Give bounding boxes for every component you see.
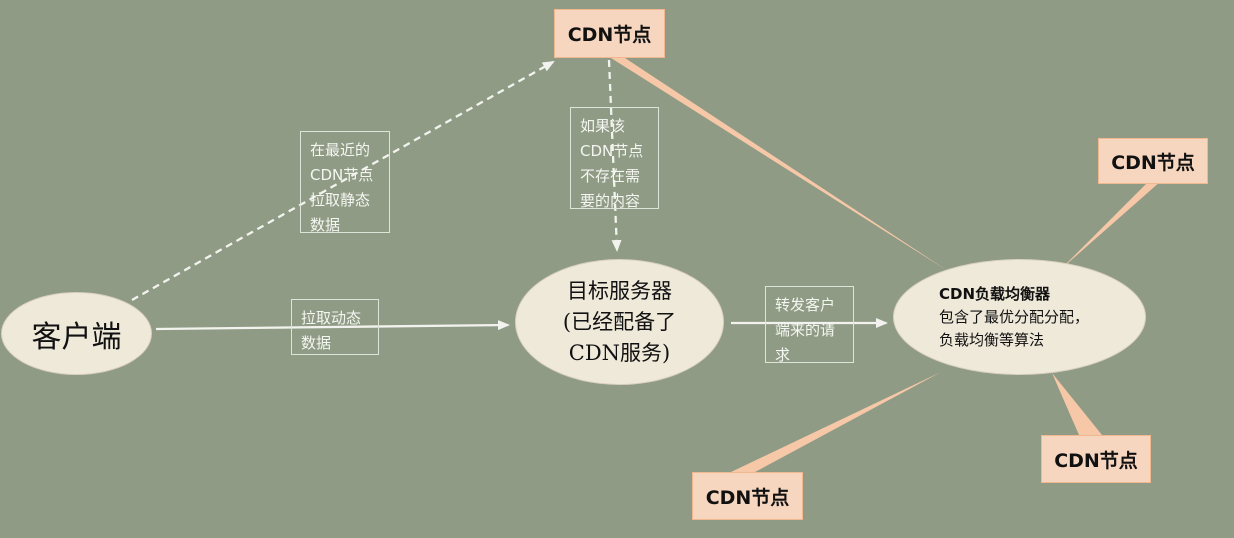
dynamic-fetch-label-line: 数据 xyxy=(301,334,332,352)
forward-request-label: 转发客户 端来的请 求 xyxy=(765,286,854,364)
dynamic-fetch-arrow xyxy=(155,320,510,331)
miss-content-label-line: 要的内容 xyxy=(580,192,641,210)
miss-content-label-line: 如果该 xyxy=(580,117,626,135)
miss-content-label-line: 不存在需 xyxy=(580,167,641,185)
origin-server-line: (已经配备了 xyxy=(562,309,677,334)
connector-bottom-cdn xyxy=(731,372,941,472)
connector-right-top-cdn xyxy=(1060,181,1161,270)
static-fetch-label-line: 拉取静态 xyxy=(310,191,371,209)
cdn-node-label: CDN节点 xyxy=(567,24,652,46)
miss-fetch-arrow xyxy=(607,59,622,252)
cdn-node-label: CDN节点 xyxy=(1054,449,1138,472)
cdn-node-bottom: CDN节点 xyxy=(692,472,803,520)
dynamic-fetch-label-line: 拉取动态 xyxy=(301,309,362,327)
load-balancer-title: CDN负载均衡器 xyxy=(939,284,1051,303)
miss-content-label-line: CDN节点 xyxy=(580,142,644,160)
cdn-node-top: CDN节点 xyxy=(554,9,665,58)
cdn-node-label: CDN节点 xyxy=(705,486,790,509)
load-balancer-desc-line: 包含了最优分配分配， xyxy=(939,307,1090,326)
static-fetch-label-line: 在最近的 xyxy=(310,141,371,159)
forward-request-label-line: 端来的请 xyxy=(775,321,836,339)
cdn-node-label: CDN节点 xyxy=(1111,151,1195,174)
cdn-node-right-top: CDN节点 xyxy=(1098,138,1208,184)
static-fetch-label: 在最近的 CDN节点 拉取静态 数据 xyxy=(300,131,390,234)
static-fetch-arrow xyxy=(131,60,555,302)
origin-server-line: CDN服务) xyxy=(568,340,671,365)
connector-top-cdn xyxy=(611,58,948,271)
client-label: 客户端 xyxy=(31,319,122,355)
origin-server-line: 目标服务器 xyxy=(567,278,672,303)
static-fetch-label-line: CDN节点 xyxy=(310,166,374,184)
load-balancer-desc-line: 负载均衡等算法 xyxy=(939,330,1045,349)
load-balancer-node: CDN负载均衡器 包含了最优分配分配， 负载均衡等算法 xyxy=(893,259,1146,375)
forward-request-label-line: 转发客户 xyxy=(775,296,836,314)
client-node: 客户端 xyxy=(1,292,152,375)
miss-content-label: 如果该 CDN节点 不存在需 要的内容 xyxy=(570,107,659,210)
connector-right-bottom-cdn xyxy=(1052,373,1102,435)
dynamic-fetch-label: 拉取动态 数据 xyxy=(291,299,379,355)
origin-server-node: 目标服务器 (已经配备了 CDN服务) xyxy=(515,259,724,385)
cdn-node-right-bottom: CDN节点 xyxy=(1041,435,1151,483)
forward-request-label-line: 求 xyxy=(775,346,791,364)
static-fetch-label-line: 数据 xyxy=(310,216,341,234)
